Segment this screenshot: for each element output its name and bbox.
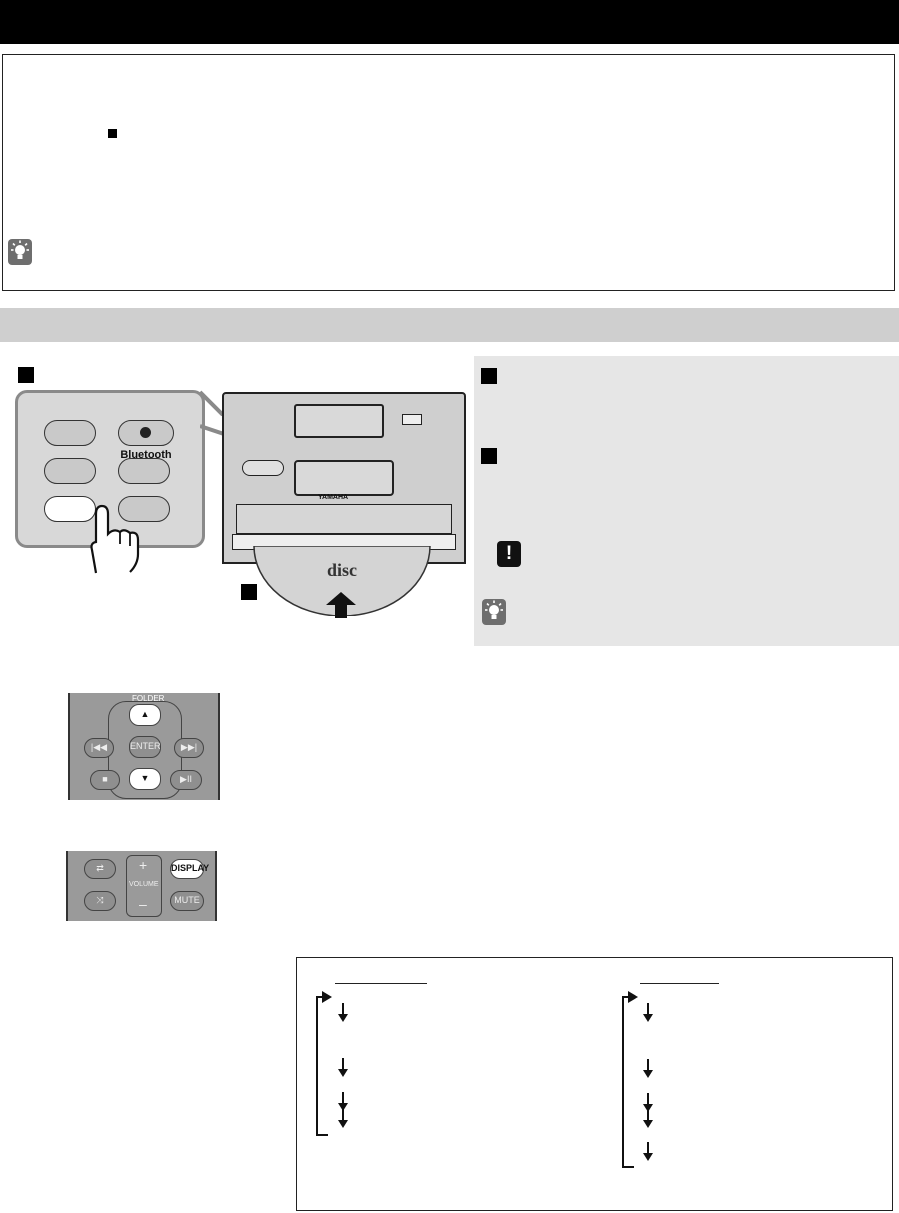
volume-control[interactable] (242, 460, 284, 476)
source-button[interactable] (118, 458, 170, 484)
exclamation-icon: ! (497, 541, 521, 567)
flow-step-arrowhead (338, 1120, 348, 1128)
step-1-marker-panel (481, 368, 497, 384)
flow-step-arrowhead (643, 1014, 653, 1022)
display-cycle-box (296, 957, 893, 1211)
bluetooth-icon (140, 426, 151, 438)
notes-box (2, 54, 895, 291)
snooze-panel (294, 460, 394, 496)
usb-port (402, 414, 422, 425)
repeat-button[interactable]: ⇄ (84, 859, 116, 879)
source-button[interactable] (44, 420, 96, 446)
flow-step-arrowhead (643, 1070, 653, 1078)
stop-symbol (108, 129, 117, 138)
flow-loop-arrowhead (322, 991, 332, 1003)
lightbulb-icon (482, 599, 506, 625)
remote-folder-illustration: FOLDER ▲ ENTER ▼ |◀◀ ▶▶| ■ ▶II (68, 693, 220, 800)
source-button[interactable] (118, 496, 170, 522)
flow-step-arrowhead (643, 1120, 653, 1128)
mute-button[interactable]: MUTE (170, 891, 204, 911)
flow-step-arrow (647, 1093, 649, 1105)
flow-step-arrow (342, 1058, 344, 1070)
flow-step-arrowhead (338, 1069, 348, 1077)
source-button[interactable] (44, 458, 96, 484)
display-button[interactable]: DISPLAY (170, 859, 209, 879)
disc-logo: disc (327, 560, 357, 580)
flow-loop-arrowhead (628, 991, 638, 1003)
flow-step-arrowhead (643, 1104, 653, 1112)
front-strip (236, 504, 452, 534)
step-1-marker (18, 367, 34, 383)
brand-label: YAMAHA (318, 494, 349, 501)
skip-forward-button[interactable]: ▶▶| (174, 738, 204, 758)
volume-minus: – (139, 896, 147, 912)
volume-label: VOLUME (129, 881, 159, 888)
flow-step-arrow (647, 1142, 649, 1154)
flow-loop-top (316, 996, 324, 998)
volume-rocker[interactable]: + VOLUME – (126, 855, 162, 917)
folder-label: FOLDER (132, 694, 165, 703)
stop-button[interactable]: ■ (90, 770, 120, 790)
shuffle-button[interactable]: ⤨ (84, 891, 116, 911)
flow-loop-bottom (316, 1134, 328, 1136)
remote-display-illustration: ⇄ ⤨ + VOLUME – DISPLAY MUTE (66, 851, 217, 921)
play-pause-button[interactable]: ▶II (170, 770, 202, 790)
flow-step-arrow (647, 1109, 649, 1121)
flow-step-arrowhead (338, 1014, 348, 1022)
flow-loop-line (622, 996, 624, 1168)
folder-down-button[interactable]: ▼ (129, 768, 161, 790)
volume-plus: + (139, 857, 148, 873)
flow-step-arrowhead (643, 1153, 653, 1161)
cd-source-button[interactable] (44, 496, 96, 522)
compact-disc: disc (253, 546, 431, 616)
cd-slot (294, 404, 384, 438)
folder-up-button[interactable]: ▲ (129, 704, 161, 726)
flow-step-arrow (342, 1092, 344, 1104)
step-2-marker-on-unit (241, 584, 257, 600)
insert-arrow-icon (326, 592, 356, 618)
step-2-marker-panel (481, 448, 497, 464)
bluetooth-button[interactable]: Bluetooth (118, 420, 174, 461)
flow-loop-line (316, 996, 318, 1136)
flow-heading-underline (335, 983, 427, 984)
main-unit-illustration: YAMAHA (222, 392, 466, 564)
flow-step-arrow (647, 1003, 649, 1015)
flow-loop-top (622, 996, 630, 998)
flow-heading-underline (640, 983, 719, 984)
skip-back-button[interactable]: |◀◀ (84, 738, 114, 758)
pointing-hand-icon (90, 504, 140, 574)
source-button-panel: Bluetooth (15, 390, 205, 548)
instruction-panel (474, 356, 899, 646)
flow-step-arrow (342, 1003, 344, 1015)
flow-step-arrow (342, 1109, 344, 1121)
lightbulb-icon (8, 239, 32, 265)
enter-button[interactable]: ENTER (129, 736, 161, 758)
flow-loop-bottom (622, 1166, 634, 1168)
section-heading-bar (0, 308, 899, 342)
header-bar (0, 0, 899, 44)
flow-step-arrowhead (338, 1103, 348, 1111)
flow-step-arrow (647, 1059, 649, 1071)
